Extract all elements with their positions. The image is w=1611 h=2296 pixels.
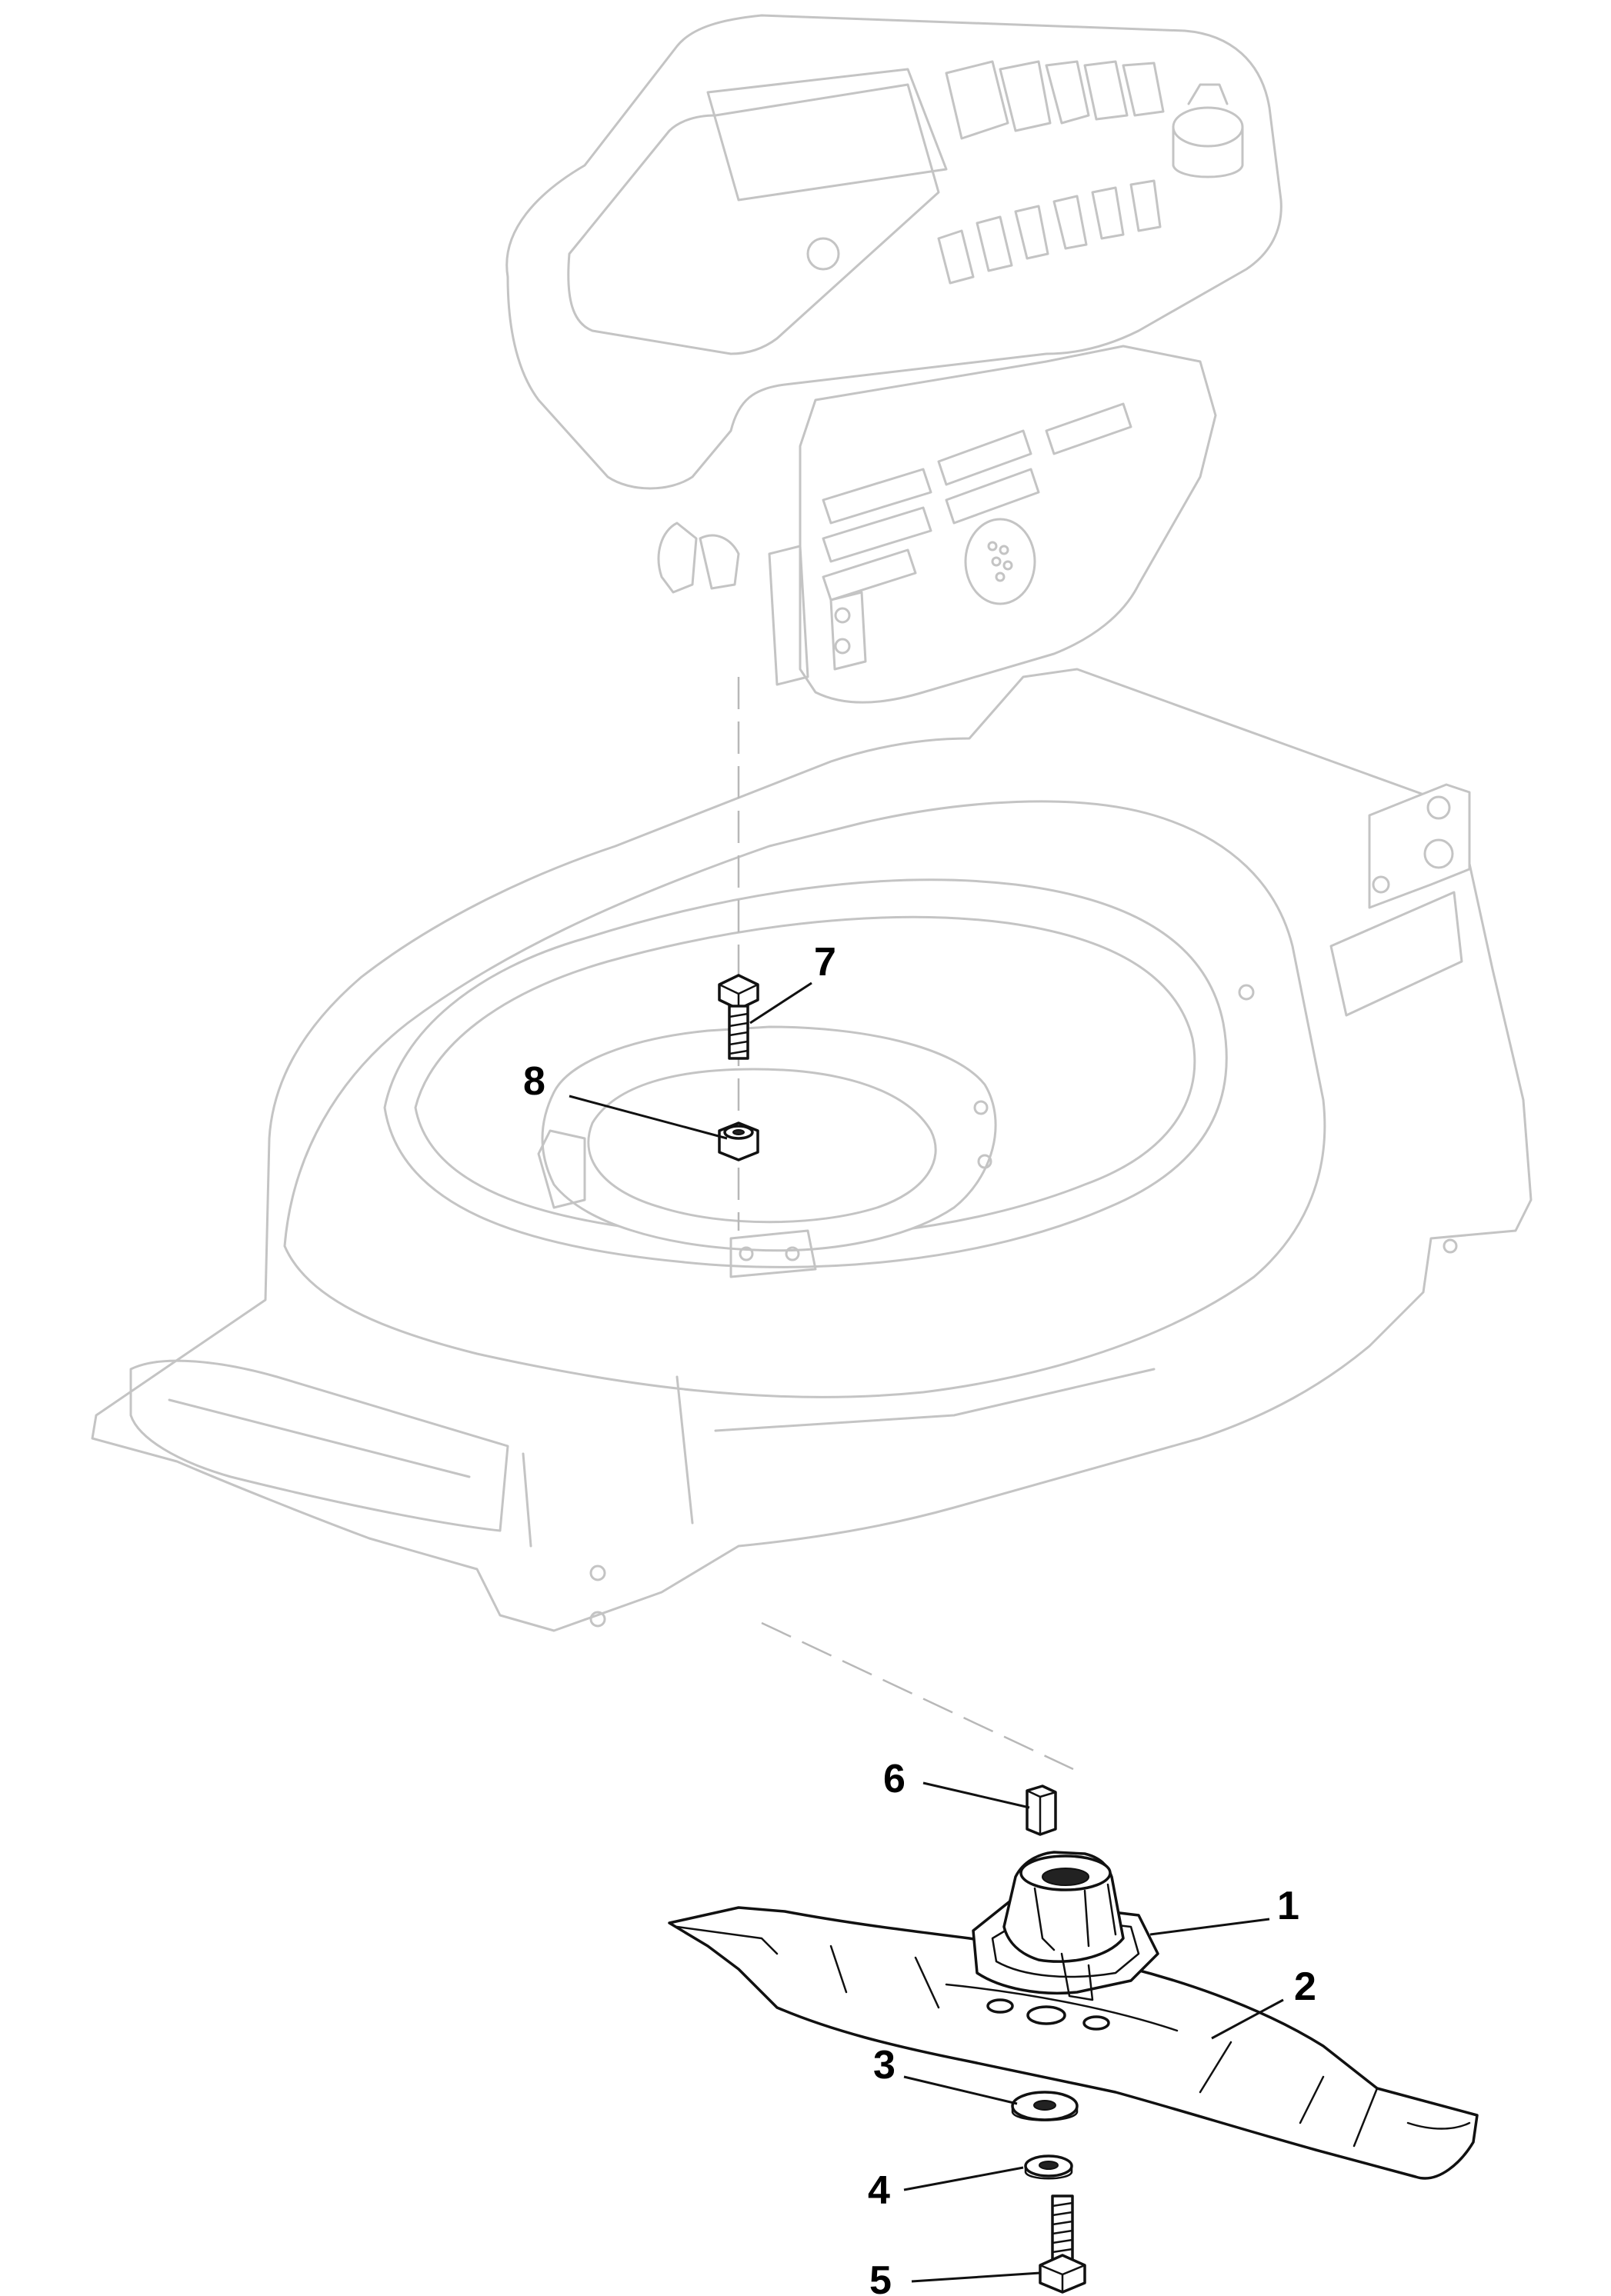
leader-lines	[569, 981, 1284, 2283]
small-washer	[1024, 2154, 1073, 2180]
blade	[668, 1906, 1479, 2180]
callout-numbers: 7 8 6 1 2 3 4 5	[523, 940, 1316, 2296]
shaft-key	[1026, 1784, 1057, 1836]
callout-1: 1	[1277, 1884, 1299, 1928]
leader-1	[1149, 1918, 1270, 1936]
callout-3: 3	[873, 2043, 896, 2088]
mower-deck-ghost	[91, 668, 1533, 1632]
engine-ghost	[505, 14, 1282, 704]
deck-nut	[718, 1121, 759, 1161]
callout-5: 5	[869, 2258, 892, 2296]
blade-hub	[972, 1851, 1159, 2001]
leader-8	[569, 1095, 728, 1140]
large-washer	[1011, 2091, 1079, 2121]
deck-bolt	[718, 974, 759, 1060]
leader-5	[911, 2271, 1041, 2283]
leader-2	[1211, 1998, 1284, 2040]
leader-6	[922, 1781, 1030, 1809]
blade-bolt	[1039, 2194, 1086, 2294]
leader-4	[903, 2166, 1024, 2191]
leader-3	[903, 2075, 1018, 2105]
callout-4: 4	[868, 2168, 890, 2213]
callout-7: 7	[814, 940, 836, 985]
callout-6: 6	[883, 1757, 906, 1801]
callout-8: 8	[523, 1059, 545, 1104]
leader-7	[749, 981, 812, 1025]
callout-2: 2	[1294, 1964, 1316, 2009]
